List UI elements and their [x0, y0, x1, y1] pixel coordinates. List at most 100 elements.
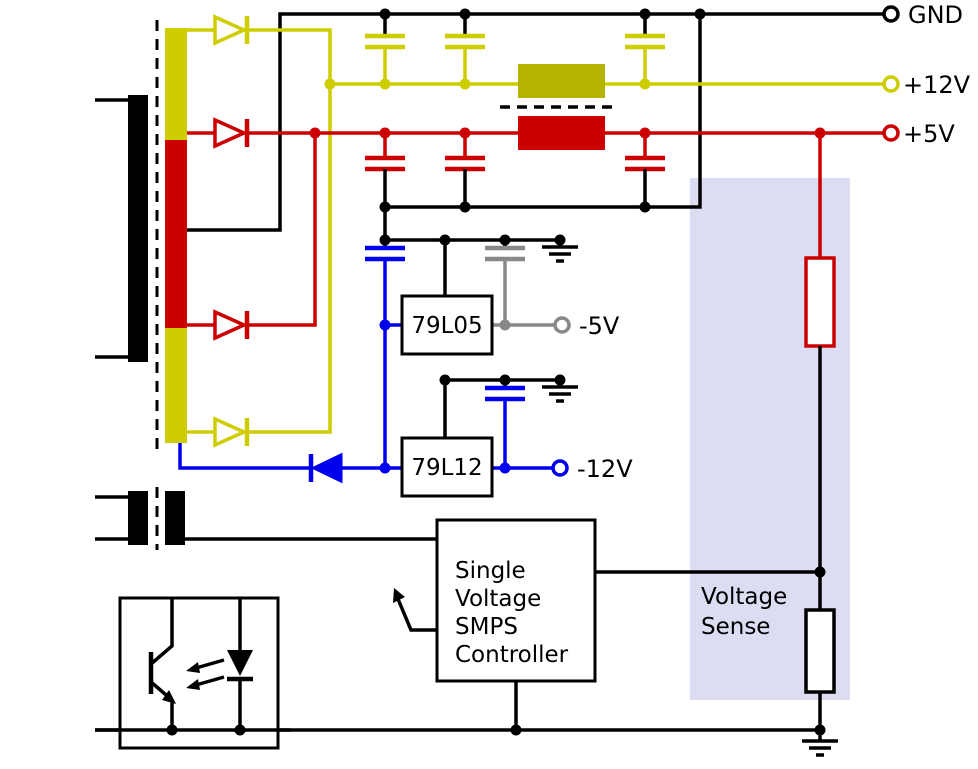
- capacitor-icon: [485, 380, 525, 468]
- rectifier-join-5v: [247, 133, 317, 327]
- junction-dot: [439, 234, 451, 246]
- junction-dot: [379, 201, 391, 213]
- primary-winding: [128, 95, 148, 362]
- plus12-wiring: [187, 28, 884, 434]
- regulator-79l05-box: [400, 294, 494, 356]
- negative-winding-lead: [178, 443, 312, 470]
- diode-12v-bottom-icon: [213, 416, 250, 448]
- svg-text:Controller: Controller: [455, 642, 569, 668]
- diode-5v-bottom-icon: [213, 309, 250, 341]
- junction-dot: [459, 8, 471, 20]
- diode-5v-top-icon: [213, 117, 250, 149]
- junction-dot: [439, 374, 451, 386]
- sense-resistor-lower: [804, 608, 836, 694]
- inner-ground-rail: [383, 14, 702, 240]
- negative-wiring: [178, 240, 553, 470]
- opto-light-arrows-icon: [186, 658, 225, 690]
- capacitor-icon: [365, 240, 405, 468]
- junction-dot: [379, 462, 391, 474]
- capacitor-icon: [625, 14, 665, 84]
- junction-dot: [459, 78, 471, 90]
- filter-capacitors-12v: [365, 14, 665, 84]
- junction-dot: [499, 234, 511, 246]
- capacitor-icon: [445, 14, 485, 84]
- junction-dot: [554, 234, 566, 246]
- junction-dot: [639, 78, 651, 90]
- junction-dot: [379, 8, 391, 20]
- junction-dot: [510, 724, 522, 736]
- junction-dot: [459, 127, 471, 139]
- voltage-sense-divider: [804, 256, 836, 730]
- secondary-winding-5v: [165, 140, 187, 328]
- junction-dot: [379, 319, 391, 331]
- junction-dot: [639, 201, 651, 213]
- junction-dot: [379, 78, 391, 90]
- junction-dot: [554, 374, 566, 386]
- junction-dot: [499, 319, 511, 331]
- capacitor-icon: [445, 133, 485, 207]
- plus12-terminal: [882, 75, 900, 93]
- minus5-label: -5V: [579, 312, 620, 340]
- inductor-5v: [518, 116, 605, 150]
- regulator-79l12-label: 79L12: [411, 455, 482, 481]
- sense-resistor-upper: [804, 256, 836, 348]
- voltage-sense-label: Voltage Sense: [701, 584, 787, 640]
- junction-dot: [309, 127, 321, 139]
- plus5-label: +5V: [903, 120, 955, 148]
- smps-controller-box: [435, 518, 597, 683]
- feedback-adjust-arrow-icon: [393, 588, 437, 632]
- junction-dot: [499, 462, 511, 474]
- chassis-ground-icon: [542, 240, 578, 263]
- gnd-rail: [187, 12, 884, 232]
- capacitor-icon: [365, 14, 405, 84]
- plus5-terminal: [882, 124, 900, 142]
- drive-secondary-winding: [165, 491, 185, 545]
- coupled-inductors: [500, 64, 618, 150]
- junction-dot: [234, 724, 246, 736]
- svg-text:Voltage: Voltage: [455, 586, 541, 612]
- junction-dot: [639, 127, 651, 139]
- diode-negative-icon: [308, 452, 343, 484]
- rectifier-diodes: [213, 14, 343, 484]
- optocoupler-box: [118, 596, 280, 750]
- junction-dot: [379, 127, 391, 139]
- drive-transformer: [95, 487, 437, 550]
- smps-controller-label: Single Voltage SMPS Controller: [455, 558, 569, 668]
- gnd-label: GND: [908, 1, 963, 29]
- secondary-winding-12v-top: [165, 28, 187, 140]
- junction-dot: [814, 724, 826, 736]
- capacitor-icon: [365, 133, 405, 207]
- junction-dot: [459, 201, 471, 213]
- junction-dot: [814, 127, 826, 139]
- inductor-12v: [518, 64, 605, 98]
- main-transformer: [95, 20, 187, 455]
- plus12-label: +12V: [903, 71, 971, 99]
- minus5-wiring: [485, 240, 555, 327]
- junction-dot: [379, 234, 391, 246]
- regulator-79l05-label: 79L05: [411, 313, 482, 339]
- secondary-winding-12v-bottom: [165, 328, 187, 443]
- drive-primary-winding: [128, 491, 148, 545]
- output-terminals: [551, 5, 900, 477]
- svg-text:Voltage: Voltage: [701, 584, 787, 610]
- filter-capacitors-5v: [365, 133, 665, 207]
- diode-12v-top-icon: [213, 14, 250, 46]
- junction-dot: [324, 78, 336, 90]
- junction-dot: [166, 724, 178, 736]
- minus12-terminal: [551, 459, 569, 477]
- svg-text:Single: Single: [455, 558, 526, 584]
- svg-text:SMPS: SMPS: [455, 614, 518, 640]
- gnd-terminal: [882, 5, 900, 23]
- regulator-79l12-box: [400, 436, 494, 498]
- phototransistor-icon: [148, 598, 176, 730]
- junction-dot: [814, 566, 826, 578]
- opto-led-icon: [227, 598, 253, 730]
- svg-text:Sense: Sense: [701, 614, 770, 640]
- minus12-label: -12V: [577, 455, 633, 483]
- rectifier-join-12v: [247, 28, 332, 434]
- junction-dots: [166, 8, 826, 736]
- ground-wiring: [95, 12, 884, 757]
- junction-dot: [694, 8, 706, 20]
